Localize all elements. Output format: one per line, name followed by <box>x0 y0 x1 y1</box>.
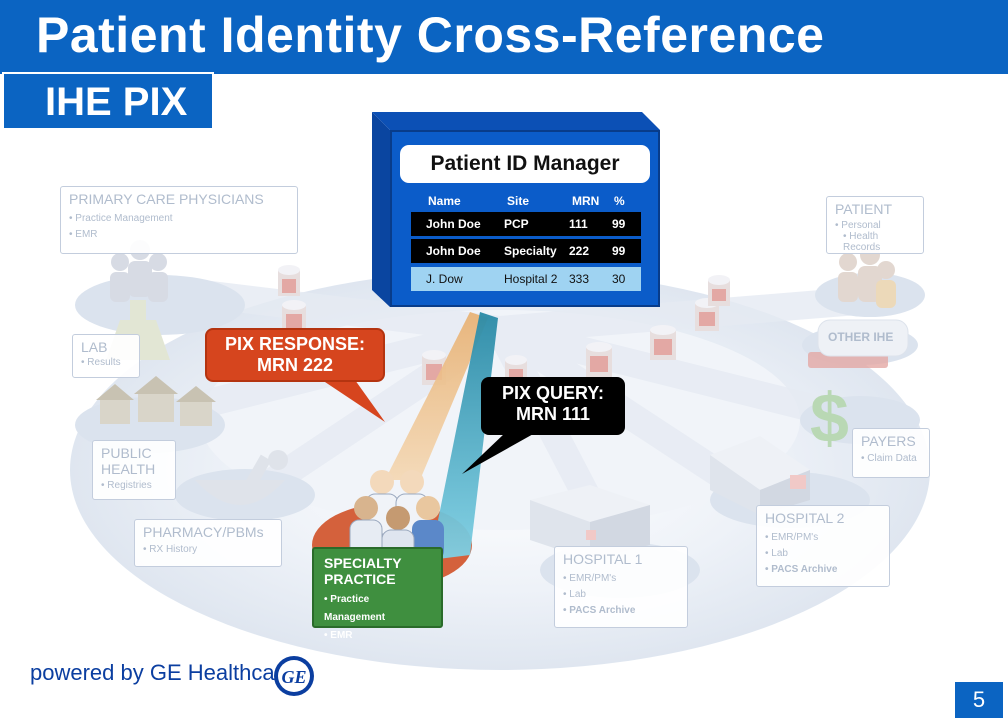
cube-left-face <box>372 112 390 307</box>
specialty-title-line1: SPECIALTY <box>324 555 402 571</box>
cell-site: Specialty <box>504 244 557 258</box>
page-number: 5 <box>972 687 986 712</box>
ge-logo-icon: GE <box>274 656 314 696</box>
hospital2-building <box>710 436 810 515</box>
table-row: John Doe PCP 111 99 <box>411 212 641 236</box>
primary-care-people <box>110 240 168 302</box>
cell-percent: 99 <box>612 217 626 231</box>
patient-item: Health Records <box>835 231 915 253</box>
pharmacy-box: PHARMACY/PBMs RX History <box>134 519 282 567</box>
response-beam <box>385 312 488 480</box>
other-ihe-platform <box>817 319 909 357</box>
pharmacy-title: PHARMACY/PBMs <box>143 524 264 540</box>
cell-mrn: 111 <box>569 217 588 231</box>
primary-care-item: Practice Management <box>69 211 289 227</box>
lab-box: LAB Results <box>72 334 140 378</box>
hospital2-title: HOSPITAL 2 <box>765 510 845 526</box>
pix-query-callout <box>481 377 625 435</box>
lab-title: LAB <box>81 339 108 355</box>
cell-percent: 99 <box>612 244 626 258</box>
hospital1-item: PACS Archive <box>563 603 679 619</box>
column-header-percent: % <box>614 194 625 208</box>
page-subtitle: IHE PIX <box>45 80 188 124</box>
cell-site: Hospital 2 <box>504 272 558 286</box>
hospital1-item: Lab <box>563 587 679 603</box>
page-title: Patient Identity Cross-Reference <box>36 7 825 63</box>
table-row: John Doe Specialty 222 99 <box>411 239 641 263</box>
primary-care-box: PRIMARY CARE PHYSICIANS Practice Managem… <box>60 186 298 254</box>
payers-box: PAYERS Claim Data <box>852 428 930 478</box>
ge-monogram: GE <box>281 667 306 687</box>
hospital1-item: EMR/PM's <box>563 571 679 587</box>
hospital2-item: Lab <box>765 546 881 562</box>
column-header-mrn: MRN <box>572 194 600 208</box>
pix-response-callout <box>205 328 385 382</box>
public-health-houses <box>96 376 216 426</box>
public-health-title-line1: PUBLIC <box>101 445 152 461</box>
specialty-item: EMR <box>324 627 431 645</box>
cell-name: J. Dow <box>426 272 463 286</box>
cell-percent: 30 <box>612 272 626 286</box>
query-beam <box>430 312 498 560</box>
pharmacy-item: RX History <box>143 542 273 558</box>
patient-box: PATIENT Personal Health Records <box>826 196 924 254</box>
hospital2-item: EMR/PM's <box>765 530 881 546</box>
specialty-practice-box: SPECIALTY PRACTICE Practice Management E… <box>312 547 443 641</box>
primary-care-item: EMR <box>69 227 289 243</box>
primary-care-title: PRIMARY CARE PHYSICIANS <box>69 191 264 207</box>
page-number-box <box>955 682 1003 718</box>
pharmacy-mortar <box>195 450 288 505</box>
hospital2-item: PACS Archive <box>765 562 881 578</box>
query-callout-tail <box>462 433 535 474</box>
specialty-title-line2: PRACTICE <box>324 571 396 587</box>
subtitle-box <box>2 72 214 130</box>
cell-site: PCP <box>504 217 529 231</box>
footer-logo-text: powered by GE Healthcare <box>30 660 295 685</box>
response-callout-tail <box>322 380 385 422</box>
cell-mrn: 222 <box>569 244 590 258</box>
cell-name: John Doe <box>426 217 481 231</box>
payers-title: PAYERS <box>861 433 916 449</box>
payers-dollar-icon: $ <box>810 379 849 457</box>
patient-people <box>838 245 896 308</box>
pix-response-text: PIX RESPONSE: MRN 222 <box>205 334 385 376</box>
manager-title-pill <box>400 145 650 183</box>
patient-item: Personal <box>835 220 915 231</box>
lab-item: Results <box>81 355 131 371</box>
cell-name: John Doe <box>426 244 481 258</box>
column-header-name: Name <box>428 194 461 208</box>
cube-top-face <box>372 112 660 130</box>
other-ihe-label: OTHER IHE <box>828 330 894 344</box>
hospital1-title: HOSPITAL 1 <box>563 551 643 567</box>
public-health-box: PUBLIC HEALTH Registries <box>92 440 176 500</box>
pix-response-line2: MRN 222 <box>256 355 334 375</box>
hospital2-box: HOSPITAL 2 EMR/PM's Lab PACS Archive <box>756 505 890 587</box>
specialty-item: Practice Management <box>324 591 431 627</box>
column-header-site: Site <box>507 194 530 208</box>
payers-item: Claim Data <box>861 451 921 467</box>
pix-response-line1: PIX RESPONSE: <box>224 334 366 354</box>
public-health-title-line2: HEALTH <box>101 461 156 477</box>
pix-query-line1: PIX QUERY: <box>501 383 604 403</box>
manager-title: Patient ID Manager <box>430 152 620 175</box>
hospital1-box: HOSPITAL 1 EMR/PM's Lab PACS Archive <box>554 546 688 628</box>
patient-title: PATIENT <box>835 201 893 217</box>
title-bar <box>0 0 1008 74</box>
public-health-item: Registries <box>101 478 167 494</box>
pix-query-text: PIX QUERY: MRN 111 <box>481 383 625 425</box>
pix-query-line2: MRN 111 <box>515 404 591 424</box>
table-row: J. Dow Hospital 2 333 30 <box>411 267 641 291</box>
cell-mrn: 333 <box>569 272 590 286</box>
